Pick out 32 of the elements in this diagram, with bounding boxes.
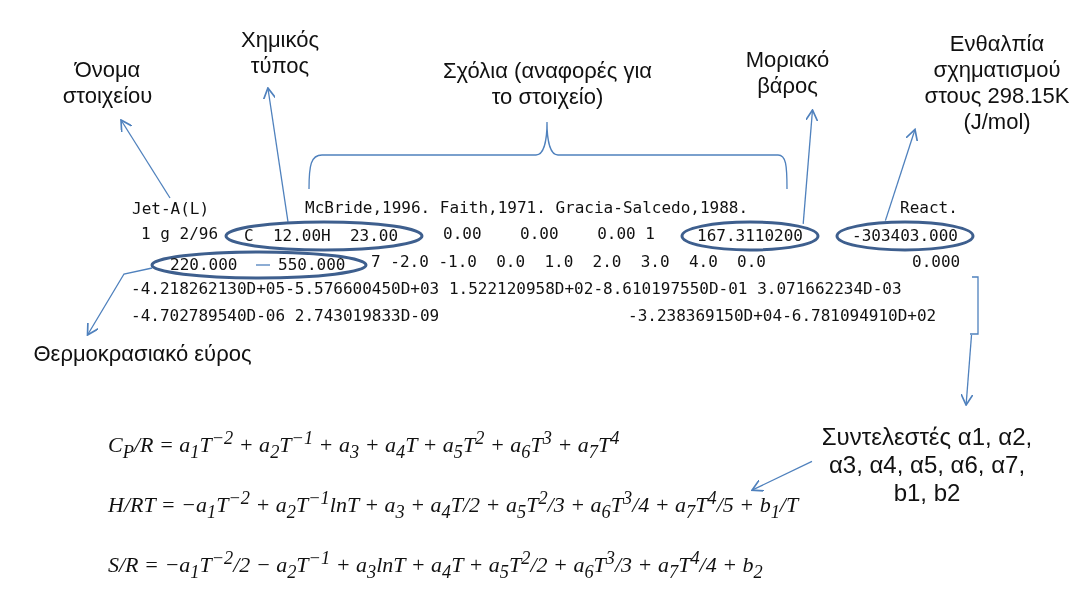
data-value: 167.3110200 <box>697 226 803 246</box>
equation: S/R = −a$_{1}$T$^{−2}$/2 − a$_{2}$T$^{−1}$ + a$_{3}$lnT + a$_{4}$T + a$_{5}$T$^{2}$/2 + a$_{6}$T$^{3}$/3 + a$_{7}$T$^{4}$/4 + b$_{2}$ <box>108 548 763 583</box>
annotation-label: Συντελεστές α1, α2, α3, α4, α5, α6, α7, b1, b2 <box>812 405 1042 525</box>
data-field: 0.000 <box>912 252 961 272</box>
equation: C$_{P}$/R = a$_{1}$T$^{−2}$ + a$_{2}$T$^{−1}$ + a$_{3}$ + a$_{4}$T + a$_{5}$T$^{2}$ + a$_{6}$T$^{3}$ + a$_{7}$T$^{4}$ <box>108 428 620 463</box>
species-name: Jet-A(L) <box>132 199 210 219</box>
coefficient-values: -4.218262130D+05-5.576600450D+03 1.522120958D+02-8.610197550D-01 3.071662234D-03 <box>131 279 902 299</box>
annotation-label: Χημικός τύπος <box>225 18 335 88</box>
annotation-label: Ενθαλπία σχηματισμού στους 298.15K (J/mol) <box>915 8 1079 158</box>
annotation-label: Μοριακό βάρος <box>725 35 850 110</box>
record-type: React. <box>900 198 958 218</box>
arrow <box>960 334 974 406</box>
data-value: -303403.000 <box>852 226 958 246</box>
arrow <box>262 87 289 223</box>
data-value: 220.000 <box>170 255 238 275</box>
annotation-label: Όνομα στοιχείου <box>40 45 175 120</box>
coefficient-values: -4.702789540D-06 2.743019833D-09 <box>131 306 440 326</box>
annotation-label: Σχόλια (αναφορές για το στοιχείο) <box>440 45 655 122</box>
data-field: 7 -2.0 -1.0 0.0 1.0 2.0 3.0 4.0 0.0 <box>371 252 766 272</box>
data-field: 1 g 2/96 <box>141 224 219 244</box>
reference-text: McBride,1996. Faith,1971. Gracia-Salcedo,1988. <box>305 198 749 218</box>
data-value: 550.000 <box>278 255 346 275</box>
coefficient-values: -3.238369150D+04-6.781094910D+02 <box>628 306 937 326</box>
arrow <box>802 109 819 225</box>
arrow <box>751 460 813 492</box>
arrow <box>86 267 153 336</box>
arrow <box>120 119 171 199</box>
arrow <box>884 128 919 222</box>
equation: H/RT = −a$_{1}$T$^{−2}$ + a$_{2}$T$^{−1}$lnT + a$_{3}$ + a$_{4}$T/2 + a$_{5}$T$^{2}$/3 + a$_{6}$T$^{3}$/4 + a$_{7}$T$^{4}$/5 + b$_{1}$/T <box>108 488 799 523</box>
data-field: 0.00 0.00 0.00 1 <box>443 224 655 244</box>
annotation-label: Θερμοκρασιακό εύρος <box>5 335 280 372</box>
data-value: C 12.00H 23.00 <box>244 226 399 246</box>
